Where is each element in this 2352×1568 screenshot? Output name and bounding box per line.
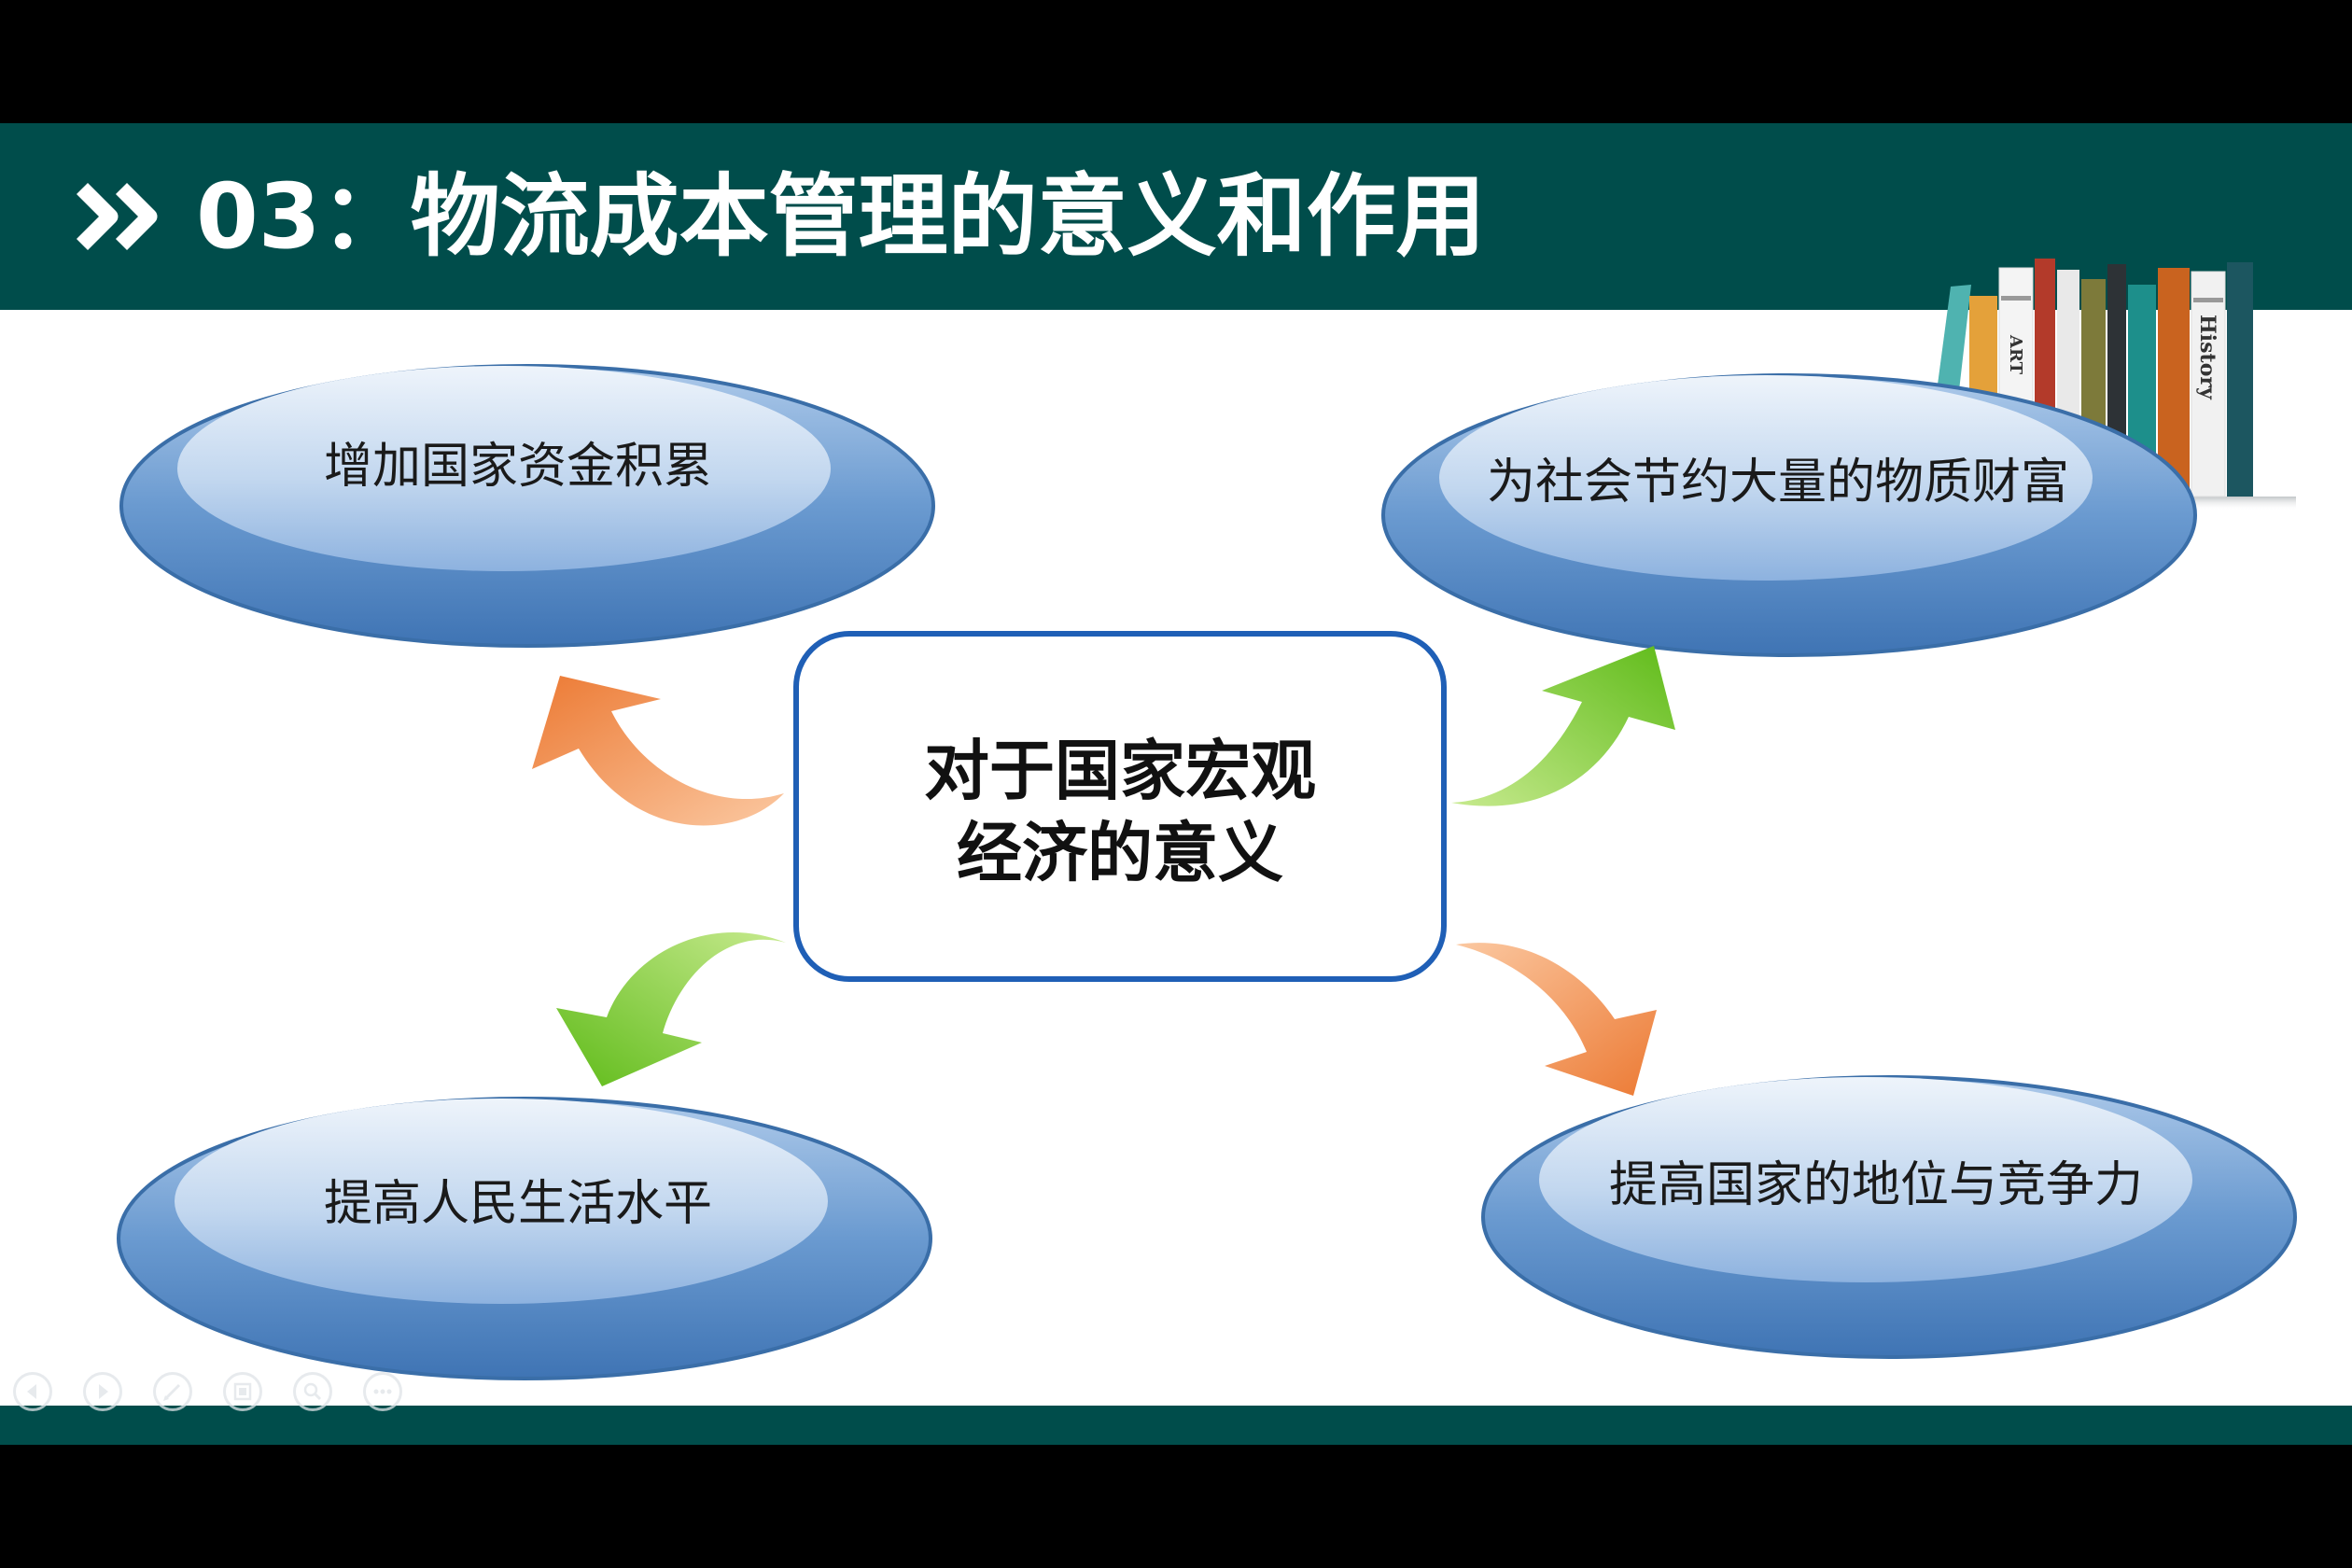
oval-top-right xyxy=(1381,373,2197,657)
center-box: 对于国家宏观 经济的意义 xyxy=(793,631,1447,982)
next-icon[interactable] xyxy=(83,1372,122,1411)
item-label-fund-accumulation: 增加国家资金积累 xyxy=(323,439,712,495)
book-label-art: ART xyxy=(2006,334,2025,375)
center-text-line1: 对于国家宏观 xyxy=(924,733,1316,809)
slides-icon[interactable] xyxy=(223,1372,262,1411)
pen-icon[interactable] xyxy=(153,1372,192,1411)
slide-title: 03：物流成本管理的意义和作用 xyxy=(196,164,1486,269)
diagram xyxy=(117,364,2297,1380)
arrow-top-left xyxy=(532,676,784,826)
arrow-bottom-right xyxy=(1456,943,1657,1096)
zoom-icon[interactable] xyxy=(293,1372,332,1411)
oval-bottom-left xyxy=(117,1097,932,1380)
slide: 03：物流成本管理的意义和作用 ART History xyxy=(0,123,2352,1445)
arrow-top-right xyxy=(1451,646,1675,806)
center-text-line2: 经济的意义 xyxy=(957,815,1283,891)
header-bar: 03：物流成本管理的意义和作用 xyxy=(0,123,2352,310)
arrow-bottom-left xyxy=(556,931,786,1086)
book-label-history: History xyxy=(2195,315,2219,400)
presentation-toolbar xyxy=(13,1372,424,1419)
item-label-save-material-wealth: 为社会节约大量的物质财富 xyxy=(1486,455,2069,511)
oval-bottom-right xyxy=(1481,1075,2297,1359)
more-icon[interactable] xyxy=(363,1372,402,1411)
item-label-living-standard: 提高人民生活水平 xyxy=(323,1176,712,1232)
center-text: 对于国家宏观 经济的意义 xyxy=(799,730,1441,894)
oval-top-left xyxy=(119,364,935,648)
item-label-national-competitiveness: 提高国家的地位与竞争力 xyxy=(1608,1157,2143,1213)
prev-icon[interactable] xyxy=(13,1372,52,1411)
footer-bar xyxy=(0,1406,2352,1445)
double-chevron-icon xyxy=(76,182,158,251)
